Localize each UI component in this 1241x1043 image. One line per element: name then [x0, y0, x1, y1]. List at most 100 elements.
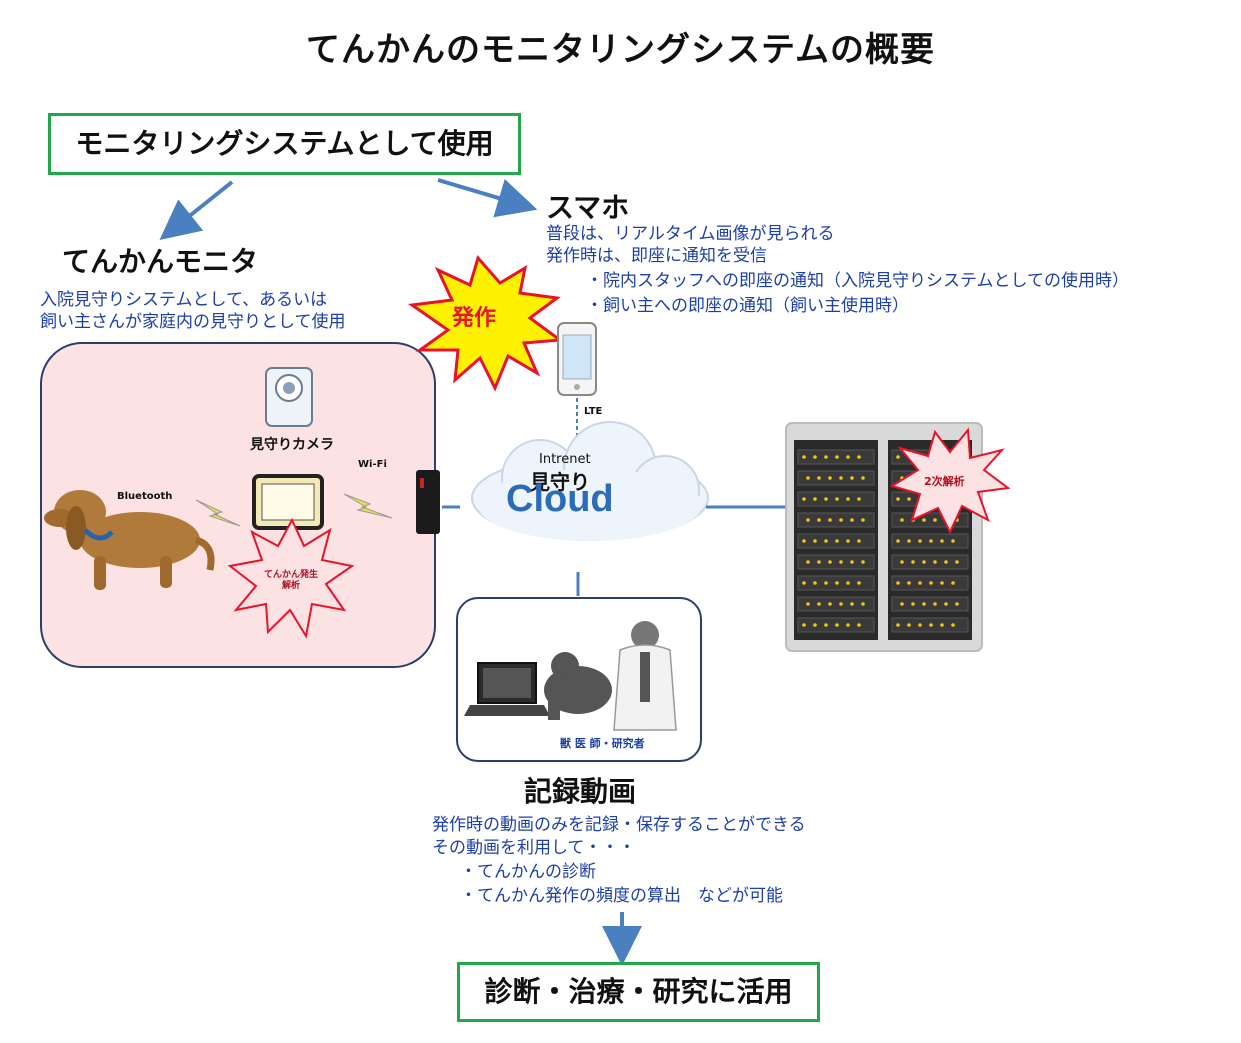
arrow-to-smartphone [437, 178, 538, 218]
smartphone-line-1: 普段は、リアルタイム画像が見られる [546, 224, 835, 244]
server-light [896, 455, 900, 459]
server-light [813, 497, 817, 501]
server-light [929, 623, 933, 627]
server-light [918, 623, 922, 627]
server-light [861, 476, 865, 480]
server-slot [797, 554, 875, 570]
server-light [828, 602, 832, 606]
server-light [850, 602, 854, 606]
server-light [951, 539, 955, 543]
server-light [824, 581, 828, 585]
server-light [806, 560, 810, 564]
smartphone-heading: スマホ [546, 191, 630, 224]
analysis-burst-shape [227, 517, 355, 639]
analysis-burst-line-2: 解析 [281, 581, 300, 591]
cloud-mimamori-label: 見守り [530, 470, 590, 494]
server-light [813, 455, 817, 459]
server-burst-shape [889, 427, 1011, 535]
bluetooth-label: Bluetooth [117, 491, 173, 502]
server-light [907, 581, 911, 585]
bluetooth-bolt-icon [195, 499, 241, 527]
laptop-icon [464, 662, 550, 716]
vet-person-icon [613, 621, 677, 731]
server-light [817, 602, 821, 606]
server-slot [797, 470, 875, 486]
server-light [839, 476, 843, 480]
record-bullet-2: ・てんかん発作の頻度の算出 などが可能 [460, 886, 783, 906]
server-light [857, 455, 861, 459]
server-light [911, 602, 915, 606]
server-light [850, 476, 854, 480]
server-light [922, 560, 926, 564]
page-title: てんかんのモニタリングシステムの概要 [306, 30, 935, 70]
server-light [835, 455, 839, 459]
cloud-icon [471, 421, 709, 541]
server-light [929, 539, 933, 543]
server-light [824, 623, 828, 627]
vet-staff-label: 獣 医 師・研究者 [560, 737, 645, 750]
server-light [896, 623, 900, 627]
server-light [861, 602, 865, 606]
server-light [933, 518, 937, 522]
wifi-label: Wi-Fi [358, 459, 387, 470]
server-light [806, 602, 810, 606]
server-light [896, 581, 900, 585]
server-light [922, 602, 926, 606]
server-light [817, 560, 821, 564]
server-light [900, 518, 904, 522]
server-light [929, 581, 933, 585]
server-light [806, 476, 810, 480]
server-light [802, 455, 806, 459]
server-light [918, 581, 922, 585]
server-light [857, 539, 861, 543]
server-light [955, 602, 959, 606]
server-light [933, 602, 937, 606]
server-light [846, 455, 850, 459]
server-light [922, 518, 926, 522]
server-light [911, 560, 915, 564]
server-light [824, 497, 828, 501]
server-light [846, 497, 850, 501]
router-icon [416, 470, 440, 534]
server-light [951, 581, 955, 585]
smartphone-bullet-1: ・院内スタッフへの即座の通知（入院見守りシステムとしての使用時） [586, 271, 1129, 291]
server-light [907, 539, 911, 543]
dog-icon [44, 490, 215, 590]
server-light [817, 476, 821, 480]
seizure-burst-label: 発作 [452, 306, 497, 331]
server-light [900, 602, 904, 606]
monitor-desc-line-2: 飼い主さんが家庭内の見守りとして使用 [40, 312, 346, 332]
server-light [846, 623, 850, 627]
server-light [839, 602, 843, 606]
usage-box: モニタリングシステムとして使用 [48, 113, 521, 175]
server-light [940, 581, 944, 585]
server-light [861, 518, 865, 522]
smartphone-bullet-2: ・飼い主への即座の通知（飼い主使用時） [586, 296, 909, 316]
server-light [940, 623, 944, 627]
server-light [850, 560, 854, 564]
server-slot [797, 512, 875, 528]
record-bullet-1: ・てんかんの診断 [460, 862, 596, 882]
record-line-2: その動画を利用して・・・ [432, 838, 636, 858]
wifi-bolt-icon [343, 493, 393, 519]
server-light [944, 602, 948, 606]
server-light [896, 497, 900, 501]
server-light [802, 581, 806, 585]
server-light [896, 539, 900, 543]
server-light [802, 623, 806, 627]
server-light [802, 497, 806, 501]
server-light [813, 539, 817, 543]
monitor-desc-line-1: 入院見守りシステムとして、あるいは [40, 290, 328, 310]
server-slot [891, 596, 969, 612]
smartphone-icon [557, 322, 597, 396]
server-light [813, 581, 817, 585]
server-light [835, 581, 839, 585]
cloud-label: Cloud [506, 478, 614, 520]
server-light [940, 539, 944, 543]
record-heading: 記録動画 [524, 775, 637, 808]
arrow-to-monitor [159, 180, 234, 240]
server-light [944, 560, 948, 564]
server-light [933, 560, 937, 564]
server-light [846, 539, 850, 543]
server-light [839, 518, 843, 522]
